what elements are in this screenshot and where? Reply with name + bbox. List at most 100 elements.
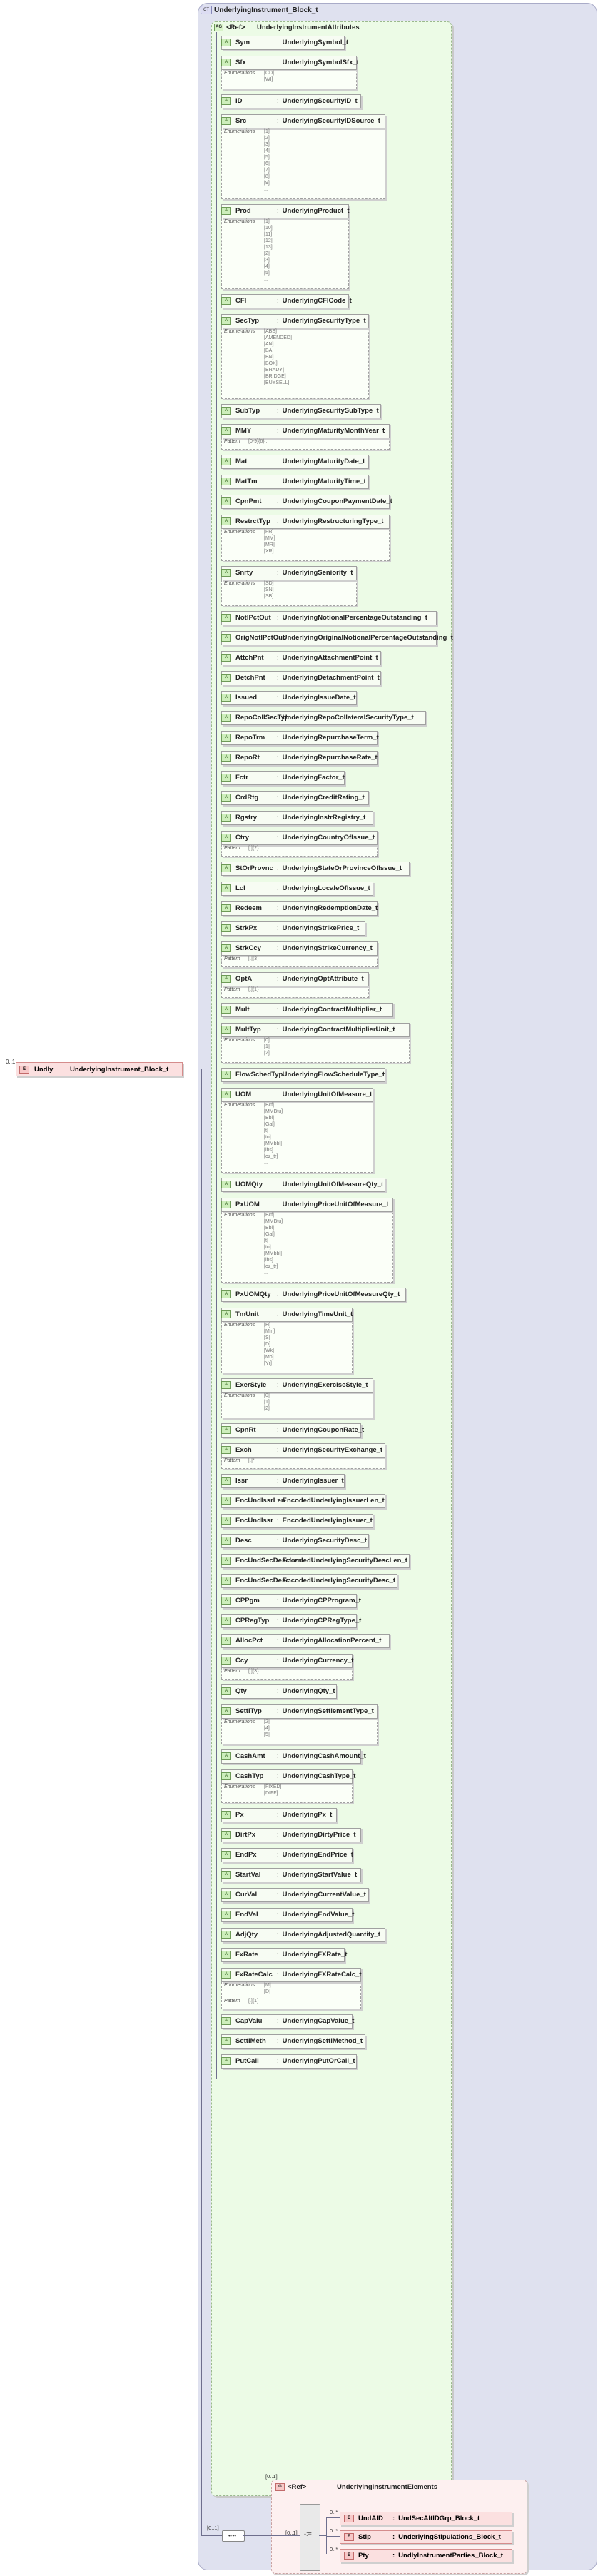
enumerations-label: Enumerations (224, 1323, 255, 1328)
attribute-type: UnderlyingOriginalNotionalPercentageOuts… (282, 634, 453, 642)
attribute-type: UnderlyingSettlementType_t (282, 1707, 374, 1715)
attribute-type: UnderlyingCapValue_t (282, 2017, 355, 2025)
attribute-type: UnderlyingEndValue_t (282, 1911, 355, 1919)
attribute-type: UnderlyingUnitOfMeasureQty_t (282, 1181, 384, 1188)
separator: : (277, 1446, 279, 1454)
root-cardinality: 0..1 (6, 1059, 16, 1065)
enumeration-value: [Gal] (264, 1232, 275, 1237)
connector-line (243, 2535, 300, 2536)
enumeration-value: [BRIDGE] (264, 374, 286, 379)
attribute-name: CashTyp (235, 1772, 264, 1780)
separator: : (277, 1752, 279, 1760)
attribute-name: DetchPnt (235, 674, 265, 682)
connector-line (201, 2535, 222, 2536)
sequence-compositor[interactable] (222, 2530, 245, 2542)
enumeration-value: [4] (264, 1726, 270, 1731)
separator: : (277, 1617, 279, 1625)
enumeration-value: [6] (264, 161, 270, 166)
choice-compositor[interactable] (300, 2504, 320, 2571)
attribute-type: UnderlyingFXRate_t (282, 1951, 348, 1959)
attribute-type: UnderlyingDetachmentPoint_t (282, 674, 380, 682)
separator: : (277, 1707, 279, 1715)
attribute-name: Sfx (235, 59, 246, 66)
separator: : (277, 754, 279, 762)
element-group-ref: <Ref> (288, 2483, 307, 2492)
root-element-undly[interactable]: E Undly UnderlyingInstrument_Block_t (16, 1062, 183, 1076)
attribute-type: UnderlyingQty_t (282, 1687, 335, 1695)
